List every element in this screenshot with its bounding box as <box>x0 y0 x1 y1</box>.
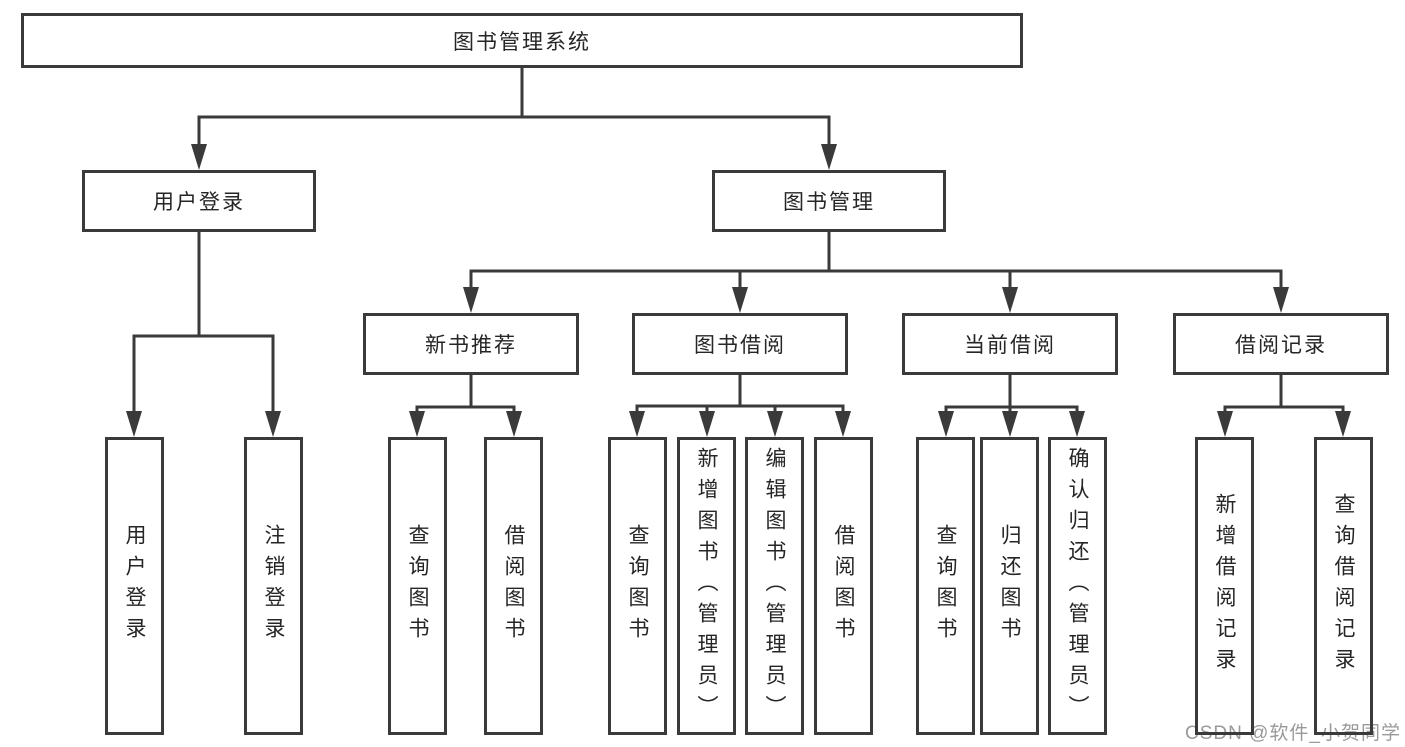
leaf-return-book-label: 归还图书 <box>998 524 1021 648</box>
leaf-edit-book-admin: 编辑图书（管理员） <box>745 437 804 735</box>
node-borrow-records-label: 借阅记录 <box>1235 334 1327 357</box>
leaf-borrow-books-1-label: 借阅图书 <box>502 524 525 648</box>
leaf-add-book-admin-label: 新增图书（管理员） <box>695 446 718 726</box>
leaf-borrow-books-2: 借阅图书 <box>814 437 873 735</box>
arrow-icon <box>821 144 837 170</box>
node-user-login-label: 用户登录 <box>153 191 245 214</box>
leaf-confirm-return-admin: 确认归还（管理员） <box>1048 437 1107 735</box>
arrowheads <box>126 144 1351 437</box>
arrow-icon <box>191 144 207 170</box>
arrow-icon <box>938 411 954 437</box>
connector-bookborrow-to-leaves <box>635 373 845 415</box>
arrow-icon <box>699 411 715 437</box>
node-book-borrow-label: 图书借阅 <box>694 334 786 357</box>
leaf-logout: 注销登录 <box>244 437 303 735</box>
connector-root-to-level2 <box>197 66 831 148</box>
connector-borrowrecords-to-leaves <box>1223 373 1345 415</box>
connector-newbook-to-leaves <box>415 373 516 415</box>
arrow-icon <box>506 411 522 437</box>
arrow-icon <box>1069 411 1085 437</box>
node-book-management-label: 图书管理 <box>783 191 875 214</box>
connector-currentborrow-to-leaves <box>944 373 1079 415</box>
leaf-search-books-3: 查询图书 <box>916 437 975 735</box>
leaf-borrow-books-1: 借阅图书 <box>484 437 543 735</box>
leaf-search-books-1: 查询图书 <box>388 437 447 735</box>
node-current-borrow: 当前借阅 <box>902 313 1118 375</box>
leaf-search-books-2-label: 查询图书 <box>626 524 649 648</box>
arrow-icon <box>629 411 645 437</box>
leaf-add-book-admin: 新增图书（管理员） <box>677 437 736 735</box>
leaf-search-borrow-record-label: 查询借阅记录 <box>1332 493 1355 679</box>
leaf-search-borrow-record: 查询借阅记录 <box>1314 437 1373 735</box>
leaf-search-books-1-label: 查询图书 <box>406 524 429 648</box>
arrow-icon <box>732 287 748 313</box>
node-borrow-records: 借阅记录 <box>1173 313 1389 375</box>
arrow-icon <box>265 411 281 437</box>
leaf-search-books-2: 查询图书 <box>608 437 667 735</box>
leaf-add-borrow-record-label: 新增借阅记录 <box>1213 493 1236 679</box>
arrow-icon <box>835 411 851 437</box>
leaf-add-borrow-record: 新增借阅记录 <box>1195 437 1254 735</box>
leaf-confirm-return-admin-label: 确认归还（管理员） <box>1066 446 1089 726</box>
leaf-user-login-label: 用户登录 <box>123 524 146 648</box>
arrow-icon <box>1335 411 1351 437</box>
arrow-icon <box>409 411 425 437</box>
arrow-icon <box>1002 287 1018 313</box>
arrow-icon <box>463 287 479 313</box>
connector-userlogin-to-leaves <box>132 231 275 415</box>
arrow-icon <box>1002 411 1018 437</box>
leaf-edit-book-admin-label: 编辑图书（管理员） <box>763 446 786 726</box>
node-current-borrow-label: 当前借阅 <box>964 334 1056 357</box>
node-root: 图书管理系统 <box>21 13 1023 68</box>
leaf-user-login: 用户登录 <box>105 437 164 735</box>
leaf-return-book: 归还图书 <box>980 437 1039 735</box>
node-book-borrow: 图书借阅 <box>632 313 848 375</box>
leaf-borrow-books-2-label: 借阅图书 <box>832 524 855 648</box>
node-root-label: 图书管理系统 <box>453 30 591 54</box>
leaf-search-books-3-label: 查询图书 <box>934 524 957 648</box>
node-new-book-recommend-label: 新书推荐 <box>425 334 517 357</box>
csdn-watermark: CSDN @软件_小贺同学 <box>1185 723 1401 744</box>
connector-bookmgmt-to-level3 <box>469 231 1283 291</box>
node-user-login: 用户登录 <box>82 170 316 232</box>
arrow-icon <box>1273 287 1289 313</box>
arrow-icon <box>767 411 783 437</box>
node-book-management: 图书管理 <box>712 170 946 232</box>
node-new-book-recommend: 新书推荐 <box>363 313 579 375</box>
leaf-logout-label: 注销登录 <box>262 524 285 648</box>
arrow-icon <box>126 411 142 437</box>
arrow-icon <box>1217 411 1233 437</box>
